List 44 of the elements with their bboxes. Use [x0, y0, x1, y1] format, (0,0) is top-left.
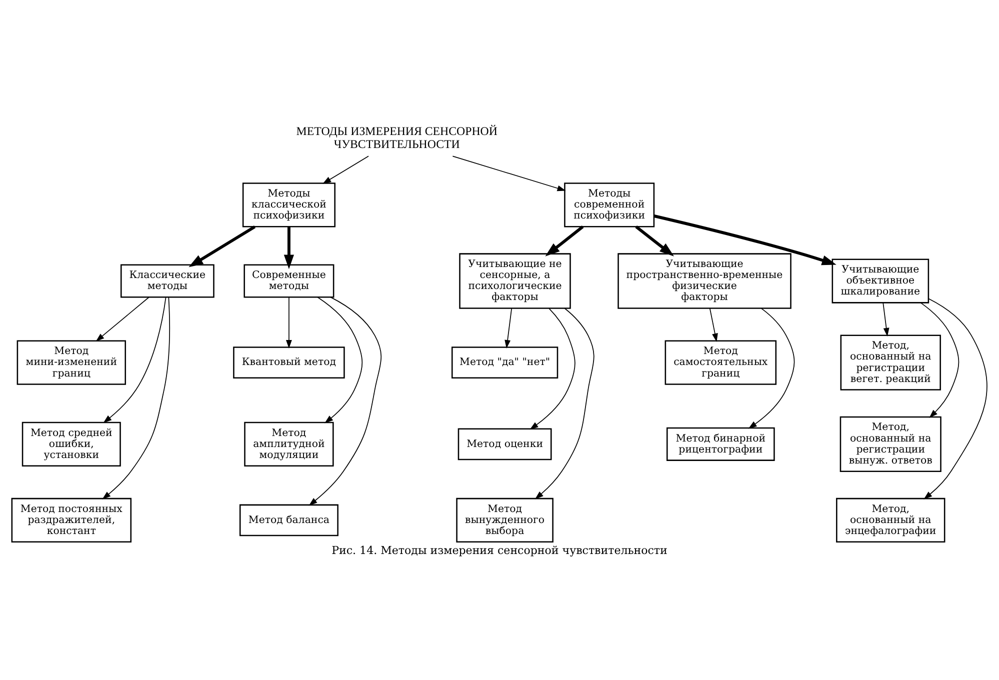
arrow: [545, 225, 584, 256]
arrow: [103, 296, 166, 423]
arrow: [96, 296, 150, 341]
arrow: [284, 226, 294, 269]
node-box: Квантовый метод: [233, 346, 345, 378]
node-box: Метод, основанный на регистрации вынуж. ответов: [840, 416, 942, 472]
node-box: Учитывающие объективное шкалирование: [832, 258, 930, 303]
node-box: Современные методы: [244, 264, 334, 298]
node-box: Метод баланса: [239, 504, 338, 536]
arrow: [188, 224, 256, 267]
arrow: [654, 214, 836, 265]
arrow: [920, 302, 960, 418]
node-box: Метод, основанный на энцефалографии: [836, 497, 946, 542]
node-box: Метод амплитудной модуляции: [244, 421, 334, 466]
node-box: Классические методы: [120, 264, 214, 298]
node-box: Учитывающие не сенсорные, а психологические факторы: [459, 252, 571, 308]
arrow: [534, 307, 594, 499]
node-box: Метод "да" "нет": [451, 346, 558, 378]
arrow: [924, 298, 988, 499]
arrow: [322, 155, 369, 184]
arrow: [308, 296, 382, 506]
node-box: Метод, основанный на регистрации вегет. реакций: [840, 334, 941, 390]
node-box: Метод вынужденного выбора: [456, 497, 554, 542]
arrow: [102, 296, 170, 499]
node-box: Учитывающие пространственно-временные физические факторы: [618, 252, 792, 308]
node-box: Метод бинарной рицентографии: [666, 426, 775, 460]
arrow: [635, 225, 674, 256]
arrow: [709, 307, 718, 342]
arrow: [748, 308, 795, 428]
caption: Рис. 14. Методы измерения сенсорной чувствительности: [332, 544, 668, 557]
arrow: [452, 155, 566, 191]
arrow: [882, 302, 890, 336]
arrow: [504, 307, 512, 348]
node-box: Методы классической психофизики: [242, 182, 336, 227]
node-box: Метод оценки: [458, 428, 552, 460]
node-box: Метод средней ошибки, установки: [22, 421, 121, 466]
arrow: [530, 308, 576, 430]
node-box: Метод мини-изменений границ: [16, 340, 126, 384]
node-box: Методы современной психофизики: [564, 182, 655, 227]
node-box: Метод самостоятельных границ: [664, 340, 777, 384]
node-text: МЕТОДЫ ИЗМЕРЕНИЯ СЕНСОРНОЙ ЧУВСТВИТЕЛЬНОСТИ: [296, 124, 498, 150]
arrow: [286, 296, 292, 348]
node-box: Метод постоянных раздражителей, констант: [11, 497, 132, 542]
arrow: [317, 296, 363, 423]
